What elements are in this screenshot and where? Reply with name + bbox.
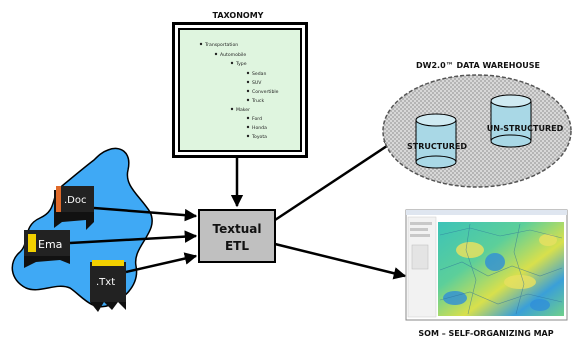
structured-cylinder bbox=[415, 113, 457, 169]
unstructured-label: UN-STRUCTURED bbox=[487, 124, 564, 133]
som-screenshot bbox=[405, 209, 568, 321]
doc-file-icon: .Doc bbox=[54, 186, 94, 230]
taxonomy-node-honda: Honda bbox=[252, 125, 267, 131]
unstructured-cylinder bbox=[490, 94, 532, 148]
warehouse-title: DW2.0™ DATA WAREHOUSE bbox=[416, 61, 540, 70]
etl-label-line1: Textual bbox=[213, 222, 262, 236]
taxonomy-node-suv: SUV bbox=[252, 80, 262, 86]
structured-label: STRUCTURED bbox=[407, 142, 467, 151]
taxonomy-title: TAXONOMY bbox=[213, 11, 264, 20]
taxonomy-node-root: Transportation bbox=[204, 42, 238, 48]
arrow-doc-to-etl bbox=[93, 206, 198, 222]
arrow-etl-to-warehouse bbox=[274, 138, 398, 222]
taxonomy-box: Transportation Automobile Type Sedan SUV… bbox=[172, 22, 308, 158]
textual-etl-box: Textual ETL bbox=[198, 209, 276, 263]
doc-file-label: .Doc bbox=[64, 195, 87, 206]
taxonomy-node-ford: Ford bbox=[252, 116, 262, 122]
email-file-icon: Ema bbox=[24, 230, 70, 268]
taxonomy-node-maker: Maker bbox=[236, 107, 250, 113]
txt-file-icon: .Txt bbox=[90, 260, 126, 312]
som-caption: SOM – SELF-ORGANIZING MAP bbox=[418, 329, 553, 338]
taxonomy-node-type: Type bbox=[235, 61, 247, 67]
taxonomy-node-sedan: Sedan bbox=[252, 71, 266, 77]
arrow-txt-to-etl bbox=[125, 252, 198, 274]
source-documents-blob bbox=[11, 147, 153, 308]
email-file-label: Ema bbox=[38, 238, 62, 251]
taxonomy-node-convertible: Convertible bbox=[252, 89, 279, 95]
taxonomy-node-automobile: Automobile bbox=[220, 52, 246, 58]
arrow-email-to-etl bbox=[69, 230, 198, 245]
taxonomy-node-truck: Truck bbox=[251, 98, 264, 104]
etl-label-line2: ETL bbox=[225, 239, 249, 253]
arrow-etl-to-som bbox=[274, 242, 407, 280]
taxonomy-node-toyota: Toyota bbox=[251, 134, 267, 140]
txt-file-label: .Txt bbox=[96, 277, 115, 288]
